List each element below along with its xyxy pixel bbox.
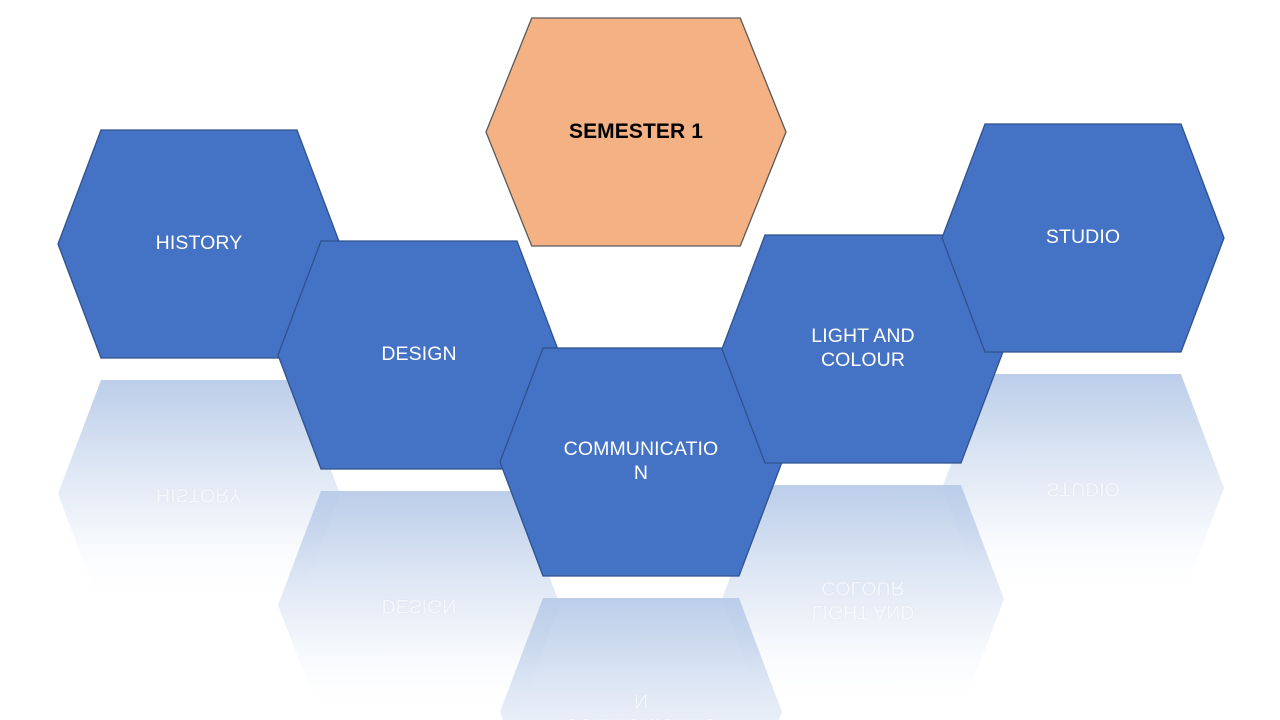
hexagon-node-studio[interactable]: STUDIO [942, 124, 1224, 352]
hexagon-shape-semester [486, 18, 786, 246]
hexagon-node-semester[interactable]: SEMESTER 1 [486, 18, 786, 246]
hexagon-shape-studio [942, 124, 1224, 352]
reflection-label-communication: COMMUNICATIO N [564, 690, 717, 720]
reflection-shape-communication [500, 598, 782, 720]
hexagon-reflection-communication: COMMUNICATIO N [500, 598, 782, 720]
